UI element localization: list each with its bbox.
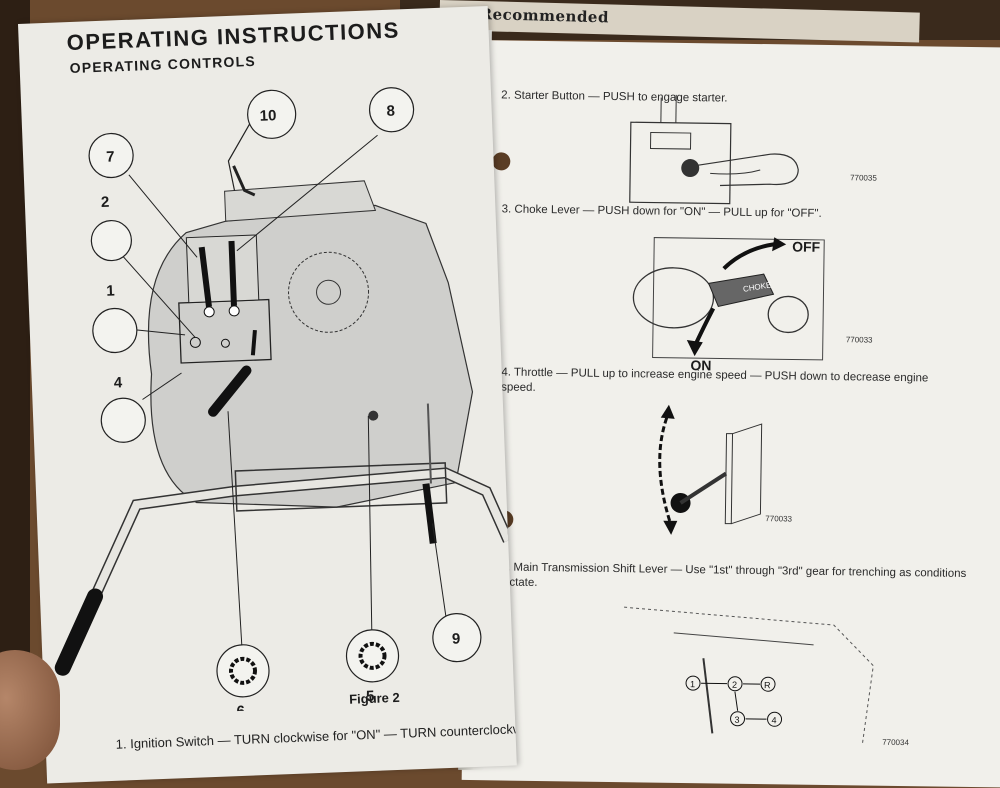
item-number: 2. — [501, 89, 511, 101]
background-book-title: Recommended — [479, 5, 609, 26]
binder-hole — [492, 152, 510, 170]
page-title: OPERATING INSTRUCTIONS — [66, 17, 400, 56]
item-number: 3. — [502, 203, 512, 215]
choke-lever-illustration: CHOKE OFF ON — [612, 227, 874, 381]
item-choke: 3. Choke Lever — PUSH down for "ON" — PU… — [502, 202, 942, 223]
callout-4: 4 — [114, 374, 124, 391]
item-transmission: 5. Main Transmission Shift Lever — Use "… — [500, 560, 970, 597]
item-text: Main Transmission Shift Lever — Use "1st… — [500, 562, 966, 589]
figure-caption: Figure 2 — [349, 690, 400, 707]
gear-1: 1 — [690, 679, 695, 689]
item-number: 4. — [501, 366, 511, 378]
callout-6: 6 — [236, 703, 245, 719]
starter-button-illustration — [620, 92, 812, 215]
gear-r: R — [764, 680, 771, 690]
callout-1: 1 — [106, 282, 115, 299]
callout-9: 9 — [452, 630, 461, 647]
callout-2: 2 — [101, 194, 110, 211]
throttle-illustration — [635, 402, 787, 544]
figure-code: 770034 — [882, 738, 909, 747]
gear-4: 4 — [771, 715, 776, 725]
gear-3: 3 — [734, 715, 739, 725]
thumb — [0, 650, 60, 770]
operating-controls-figure: 10 8 7 2 1 4 6 5 9 — [20, 61, 514, 719]
callout-7: 7 — [106, 148, 115, 165]
left-page: OPERATING INSTRUCTIONS OPERATING CONTROL… — [18, 6, 517, 783]
item-text: Choke Lever — PUSH down for "ON" — PULL … — [514, 204, 821, 220]
callout-10: 10 — [259, 107, 276, 125]
item-text: Throttle — PULL up to increase engine sp… — [501, 367, 928, 394]
gear-2: 2 — [732, 680, 737, 690]
figure-code: 770035 — [850, 173, 877, 182]
figure-code: 770033 — [765, 514, 792, 523]
callout-8: 8 — [386, 103, 395, 120]
off-label: OFF — [792, 238, 821, 254]
right-page: 2. Starter Button — PUSH to engage start… — [462, 40, 1000, 788]
ignition-switch-text: 1. Ignition Switch — TURN clockwise for … — [115, 721, 516, 752]
figure-code: 770033 — [846, 335, 873, 344]
item-throttle: 4. Throttle — PULL up to increase engine… — [501, 365, 961, 401]
transmission-illustration: 1 2 R 3 4 — [612, 602, 974, 757]
